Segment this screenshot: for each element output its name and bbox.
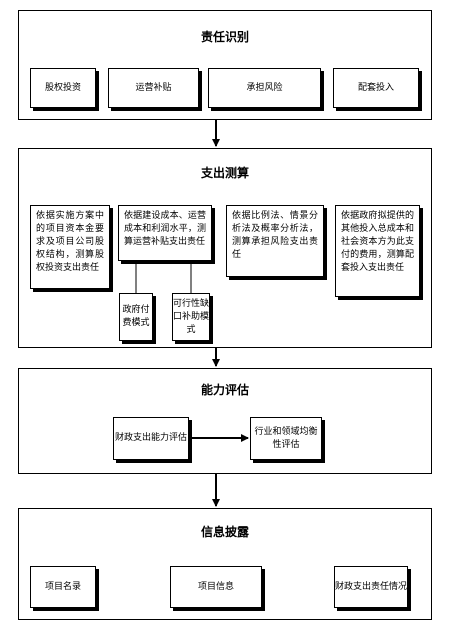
stage-title: 责任识别 <box>200 30 249 44</box>
stage-title: 信息披露 <box>200 525 249 539</box>
box-operating-subsidy: 运营补贴 <box>108 68 199 108</box>
box-balance-assessment: 行业和领域均衡性评估 <box>250 417 322 460</box>
box-risk-bearing: 承担风险 <box>208 68 321 108</box>
box-risk-calculation: 依据比例法、情景分析法及概率分析法，测算承担风险支出责任 <box>226 205 324 277</box>
box-supporting-calculation: 依据政府拟提供的其他投入总成本和社会资本方为此支付的费用，测算配套投入支出责任 <box>335 205 420 297</box>
box-equity-investment: 股权投资 <box>30 68 96 108</box>
box-government-payment-mode: 政府付费模式 <box>119 293 153 341</box>
box-fiscal-responsibility-status: 财政支出责任情况 <box>334 566 408 608</box>
stage-title: 能力评估 <box>200 383 249 397</box>
box-project-information: 项目信息 <box>170 566 262 608</box>
box-supporting-input: 配套投入 <box>333 68 419 108</box>
box-viability-gap-mode: 可行性缺口补助模式 <box>172 293 210 341</box>
box-fiscal-capacity-assessment: 财政支出能力评估 <box>113 417 189 460</box>
stage-title: 支出测算 <box>200 166 249 180</box>
box-equity-calculation: 依据实施方案中的项目资本金要求及项目公司股权结构，测算股权投资支出责任 <box>30 205 110 289</box>
stage-capacity-assessment: 能力评估 <box>18 368 432 474</box>
box-project-list: 项目名录 <box>30 566 96 608</box>
box-subsidy-calculation: 依据建设成本、运营成本和利润水平，测算运营补贴支出责任 <box>118 205 212 261</box>
